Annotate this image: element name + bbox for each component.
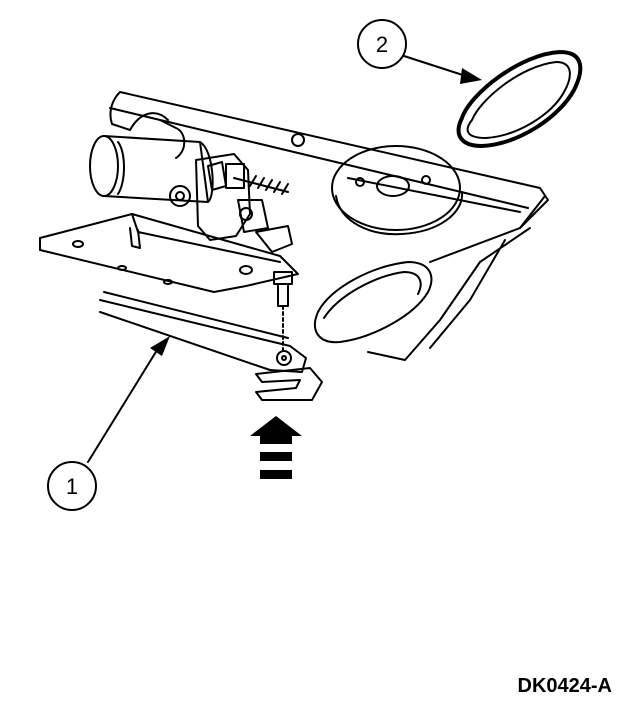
mounting-bolt: [273, 271, 293, 351]
callout-2: 2: [357, 19, 407, 69]
leader-line-1: [87, 341, 163, 463]
actuator-assembly: [169, 153, 293, 253]
callout-1: 1: [47, 461, 97, 511]
cable-strap: [99, 291, 323, 401]
floor-oval-opening: [313, 261, 433, 344]
callout-2-label: 2: [376, 32, 388, 57]
leader-arrowhead-2: [460, 68, 482, 84]
rubber-seal: [456, 50, 583, 148]
callout-1-label: 1: [66, 474, 78, 499]
floor-pan: [109, 91, 549, 361]
figure-code: DK0424-A: [517, 675, 612, 697]
mounting-bracket: [39, 213, 299, 293]
leader-arrowhead-1: [150, 336, 170, 356]
leader-line-2: [403, 55, 473, 79]
install-direction-arrow-icon: [250, 416, 302, 479]
floor-boss: [331, 145, 464, 236]
motor-housing: [89, 135, 214, 203]
